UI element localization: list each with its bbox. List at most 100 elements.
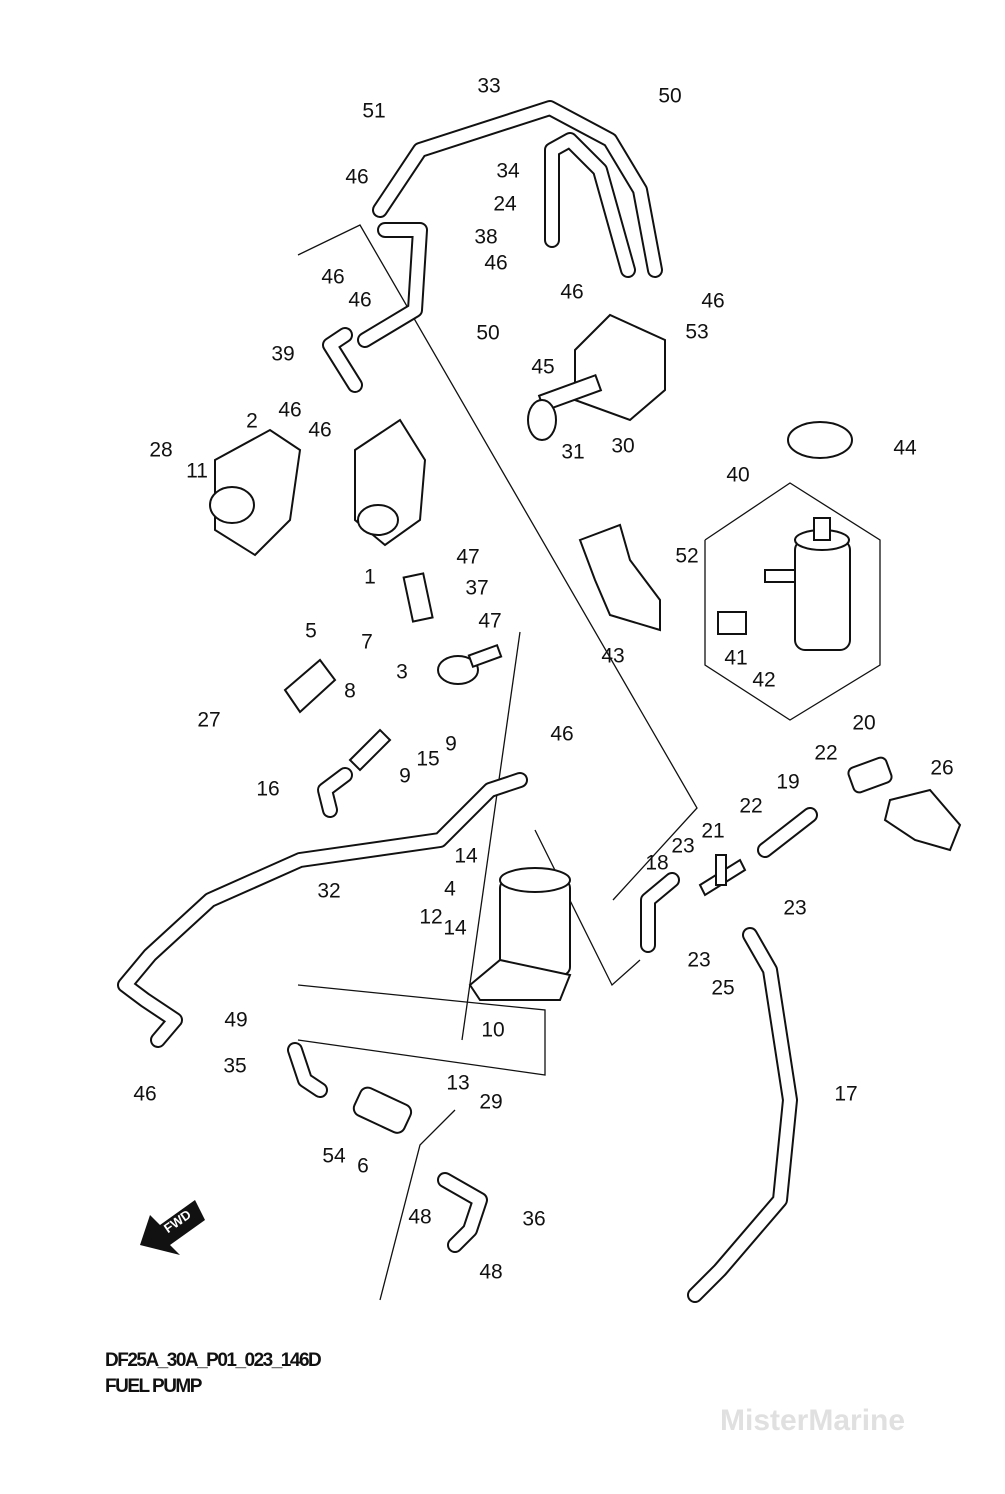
callout-18: 18 bbox=[645, 852, 668, 875]
group-outline-filter bbox=[704, 482, 881, 721]
callout-41: 41 bbox=[724, 647, 747, 670]
callout-15: 15 bbox=[416, 748, 439, 771]
callout-26: 26 bbox=[930, 757, 953, 780]
callout-20: 20 bbox=[852, 712, 875, 735]
callout-5: 5 bbox=[305, 620, 317, 643]
callout-7: 7 bbox=[361, 631, 373, 654]
callout-12: 12 bbox=[419, 906, 442, 929]
callout-29: 29 bbox=[479, 1091, 502, 1114]
bracket-43 bbox=[578, 523, 661, 632]
hose-35 bbox=[287, 1042, 328, 1098]
hose-39 bbox=[322, 327, 363, 393]
hose-17 bbox=[687, 927, 798, 1303]
callout-16: 16 bbox=[256, 778, 279, 801]
callout-17: 17 bbox=[834, 1083, 857, 1106]
hose-38 bbox=[357, 222, 428, 348]
callout-39: 39 bbox=[271, 343, 294, 366]
filter-20 bbox=[847, 756, 893, 794]
callout-19: 19 bbox=[776, 771, 799, 794]
clamp-44 bbox=[787, 421, 853, 459]
vapor-separator-4 bbox=[468, 867, 572, 1001]
callout-48: 48 bbox=[479, 1261, 502, 1284]
callout-40: 40 bbox=[726, 464, 749, 487]
fwd-arrow: FWD bbox=[140, 1200, 205, 1255]
callout-6: 6 bbox=[357, 1155, 369, 1178]
callout-13: 13 bbox=[446, 1072, 469, 1095]
callout-25: 25 bbox=[711, 977, 734, 1000]
callout-22: 22 bbox=[739, 795, 762, 818]
diagram-title: FUEL PUMP bbox=[105, 1376, 202, 1397]
callout-46: 46 bbox=[308, 419, 331, 442]
callout-14: 14 bbox=[443, 917, 467, 940]
fuel-pump-30 bbox=[527, 313, 666, 441]
hose-34 bbox=[544, 132, 636, 278]
callout-52: 52 bbox=[675, 545, 698, 568]
callout-43: 43 bbox=[601, 645, 624, 668]
joint-7 bbox=[348, 728, 392, 772]
callout-30: 30 bbox=[611, 435, 634, 458]
hose-19 bbox=[757, 807, 818, 858]
callout-14: 14 bbox=[454, 845, 478, 868]
hose-16 bbox=[317, 767, 353, 818]
callout-46: 46 bbox=[484, 252, 507, 275]
callout-31: 31 bbox=[561, 441, 584, 464]
hose-36 bbox=[437, 1172, 488, 1253]
callout-49: 49 bbox=[224, 1009, 247, 1032]
callout-22: 22 bbox=[814, 742, 837, 765]
watermark-text: MisterMarine bbox=[720, 1404, 905, 1437]
callout-46: 46 bbox=[278, 399, 301, 422]
callout-46: 46 bbox=[321, 266, 344, 289]
callout-9: 9 bbox=[445, 733, 457, 756]
callout-35: 35 bbox=[223, 1055, 246, 1078]
callout-50: 50 bbox=[476, 322, 499, 345]
callout-32: 32 bbox=[317, 880, 340, 903]
callout-42: 42 bbox=[752, 669, 775, 692]
hose-37 bbox=[402, 572, 434, 623]
callout-23: 23 bbox=[783, 897, 806, 920]
callout-4: 4 bbox=[444, 878, 456, 901]
callout-46: 46 bbox=[345, 166, 368, 189]
callout-44: 44 bbox=[893, 437, 917, 460]
callout-46: 46 bbox=[550, 723, 573, 746]
callout-8: 8 bbox=[344, 680, 356, 703]
callout-48: 48 bbox=[408, 1206, 431, 1229]
callout-23: 23 bbox=[687, 949, 710, 972]
callout-33: 33 bbox=[477, 75, 500, 98]
group-outline-lower bbox=[461, 631, 521, 1041]
callout-11: 11 bbox=[186, 460, 208, 483]
hose-18 bbox=[640, 872, 680, 953]
callout-47: 47 bbox=[456, 546, 479, 569]
housing-2 bbox=[209, 428, 302, 557]
group-outline-pump bbox=[297, 984, 546, 1076]
joint-21 bbox=[698, 854, 747, 897]
callout-46: 46 bbox=[560, 281, 583, 304]
callout-51: 51 bbox=[362, 100, 385, 123]
callout-45: 45 bbox=[531, 356, 554, 379]
callout-34: 34 bbox=[496, 160, 520, 183]
callout-37: 37 bbox=[465, 577, 488, 600]
group-outline bbox=[297, 224, 698, 901]
callout-3: 3 bbox=[396, 661, 408, 684]
callout-38: 38 bbox=[474, 226, 497, 249]
callout-27: 27 bbox=[197, 709, 220, 732]
fuel-filter-40 bbox=[717, 517, 851, 651]
callout-2: 2 bbox=[246, 410, 258, 433]
callout-46: 46 bbox=[348, 289, 371, 312]
bracket-26 bbox=[883, 788, 962, 852]
callout-36: 36 bbox=[522, 1208, 545, 1231]
hose-33 bbox=[372, 100, 663, 278]
callout-28: 28 bbox=[149, 439, 172, 462]
thermostat-housing-1 bbox=[354, 418, 427, 547]
callout-46: 46 bbox=[133, 1083, 156, 1106]
callout-46: 46 bbox=[701, 290, 724, 313]
callout-9: 9 bbox=[399, 765, 411, 788]
joint-3 bbox=[437, 643, 503, 685]
callout-50: 50 bbox=[658, 85, 681, 108]
group-outline-bottom bbox=[379, 1109, 456, 1301]
callout-23: 23 bbox=[671, 835, 694, 858]
callout-1: 1 bbox=[364, 566, 376, 589]
callout-54: 54 bbox=[322, 1145, 346, 1168]
